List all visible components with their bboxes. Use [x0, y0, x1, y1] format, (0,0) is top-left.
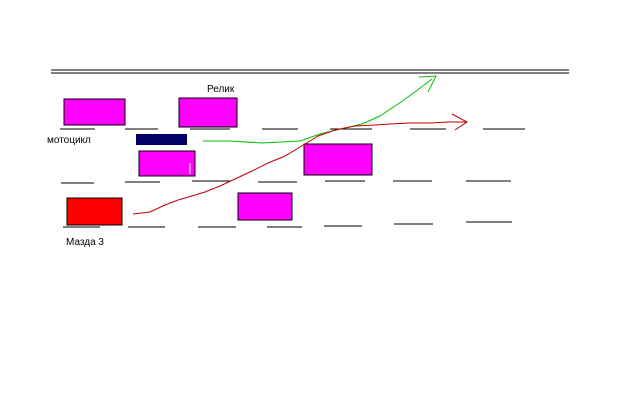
red-block-mazda: [66, 197, 123, 226]
navy-block-motorcycle: [136, 134, 187, 145]
row3-dashes: [63, 221, 512, 228]
row2-dashes: [61, 180, 511, 184]
magenta-block-row1-left: [63, 98, 126, 126]
magenta-block-row2-right: [303, 143, 373, 176]
label-motorcycle: мотоцикл: [47, 135, 91, 146]
label-mazda: Мазда 3: [66, 237, 104, 248]
magenta-block-row2-left: [138, 150, 196, 177]
red-arrow-head: [451, 113, 468, 131]
green-arrow-head: [418, 75, 437, 93]
label-relik: Релик: [207, 84, 235, 95]
magenta-block-row3: [237, 192, 293, 221]
magenta-block-relik: [178, 97, 238, 128]
red-arrow-line: [132, 121, 466, 215]
